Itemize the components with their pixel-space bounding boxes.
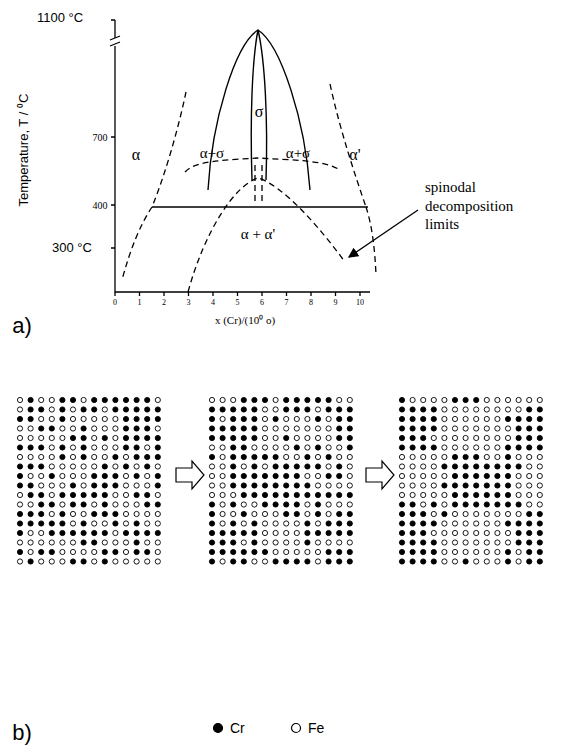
- tick-label: 2: [162, 299, 166, 308]
- tick-label: 8: [309, 299, 313, 308]
- tick-label: 700: [93, 132, 108, 143]
- temperature-label: 1100 °C: [37, 11, 83, 25]
- tick-label: 7: [285, 299, 289, 308]
- legend-text: Fe: [308, 720, 324, 736]
- tick-label: 400: [93, 200, 108, 211]
- panel-label: a): [12, 314, 32, 338]
- tick-label: 1: [138, 299, 142, 308]
- atom-lattice: [17, 397, 542, 564]
- phase-label: σ: [255, 103, 264, 121]
- legend-item: Fe: [290, 720, 324, 736]
- tick-label: 0: [113, 299, 117, 308]
- panel-label: b): [12, 721, 32, 745]
- tick-label: 10: [356, 299, 364, 308]
- legend-item: Cr: [212, 720, 245, 736]
- tick-label: 4: [211, 299, 215, 308]
- tick-label: 9: [334, 299, 338, 308]
- axis-title: Temperature, T / ⁰C: [17, 94, 31, 207]
- tick-label: 5: [236, 299, 240, 308]
- tick-label: 3: [187, 299, 191, 308]
- phase-label: α+σ: [286, 145, 310, 162]
- phase-label: α+σ: [200, 145, 224, 162]
- legend-text: Cr: [230, 720, 245, 736]
- phase-label: α': [349, 146, 360, 164]
- callout-text: spinodal decomposition limits: [425, 178, 545, 234]
- legend-swatch: [290, 722, 302, 734]
- temperature-label: 300 °C: [52, 241, 92, 255]
- tick-label: 6: [260, 299, 264, 308]
- axis-title: x (Cr)/(10⁰ o): [215, 314, 275, 326]
- phase-label: α + α': [241, 226, 275, 243]
- phase-label: α: [132, 146, 140, 164]
- legend-swatch: [212, 722, 224, 734]
